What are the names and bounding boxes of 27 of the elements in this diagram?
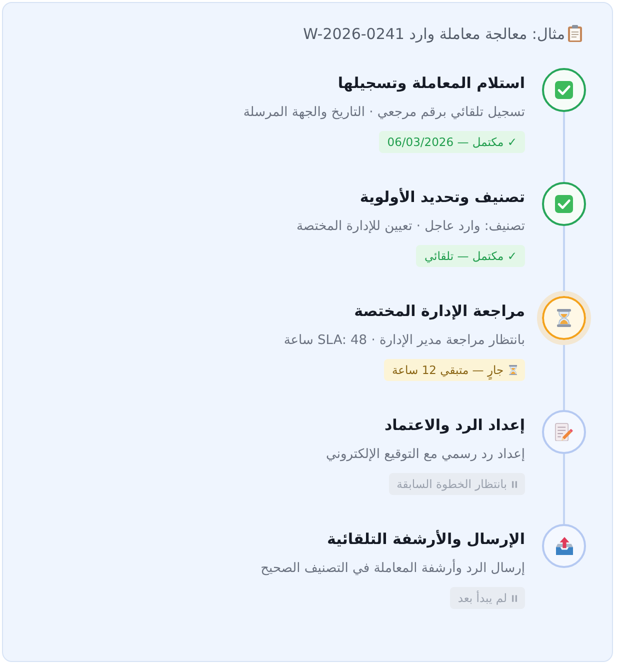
status-text: لم يبدأ بعد	[458, 591, 507, 605]
step-circle	[542, 68, 586, 112]
diagram-title: مثال: معالجة معاملة وارد W-2026-0241	[303, 24, 565, 44]
connector-line	[563, 226, 565, 291]
step-title: مراجعة الإدارة المختصة	[354, 301, 525, 321]
status-text: ✓ مكتمل — 06/03/2026	[387, 135, 517, 149]
status-badge	[384, 359, 525, 381]
step-description: إعداد رد رسمي مع التوقيع الإلكتروني	[326, 446, 525, 464]
step-circle	[542, 524, 586, 568]
status-text: ✓ مكتمل — تلقائي	[424, 249, 517, 263]
step-title: استلام المعاملة وتسجيلها	[338, 73, 525, 93]
step-description: بانتظار مراجعة مدير الإدارة · SLA: 48 ساعة	[284, 332, 525, 350]
status-badge	[450, 587, 525, 609]
step-description: تسجيل تلقائي برقم مرجعي · التاريخ والجهة المرسلة	[243, 104, 525, 122]
step-circle	[537, 291, 591, 345]
step-description: تصنيف: وارد عاجل · تعيين للإدارة المختصة	[296, 218, 525, 236]
connector-line	[563, 345, 565, 410]
status-badge	[388, 473, 525, 495]
step-circle	[542, 410, 586, 454]
step-title: الإرسال والأرشفة التلقائية	[326, 529, 525, 549]
step-title: تصنيف وتحديد الأولوية	[360, 187, 525, 207]
step-circle	[542, 182, 586, 226]
step-title: إعداد الرد والاعتماد	[384, 415, 525, 435]
status-text: بانتظار الخطوة السابقة	[396, 477, 507, 491]
step-description: إرسال الرد وأرشفة المعاملة في التصنيف الصحيح	[260, 560, 525, 578]
connector-line	[563, 112, 565, 182]
connector-line	[563, 454, 565, 524]
